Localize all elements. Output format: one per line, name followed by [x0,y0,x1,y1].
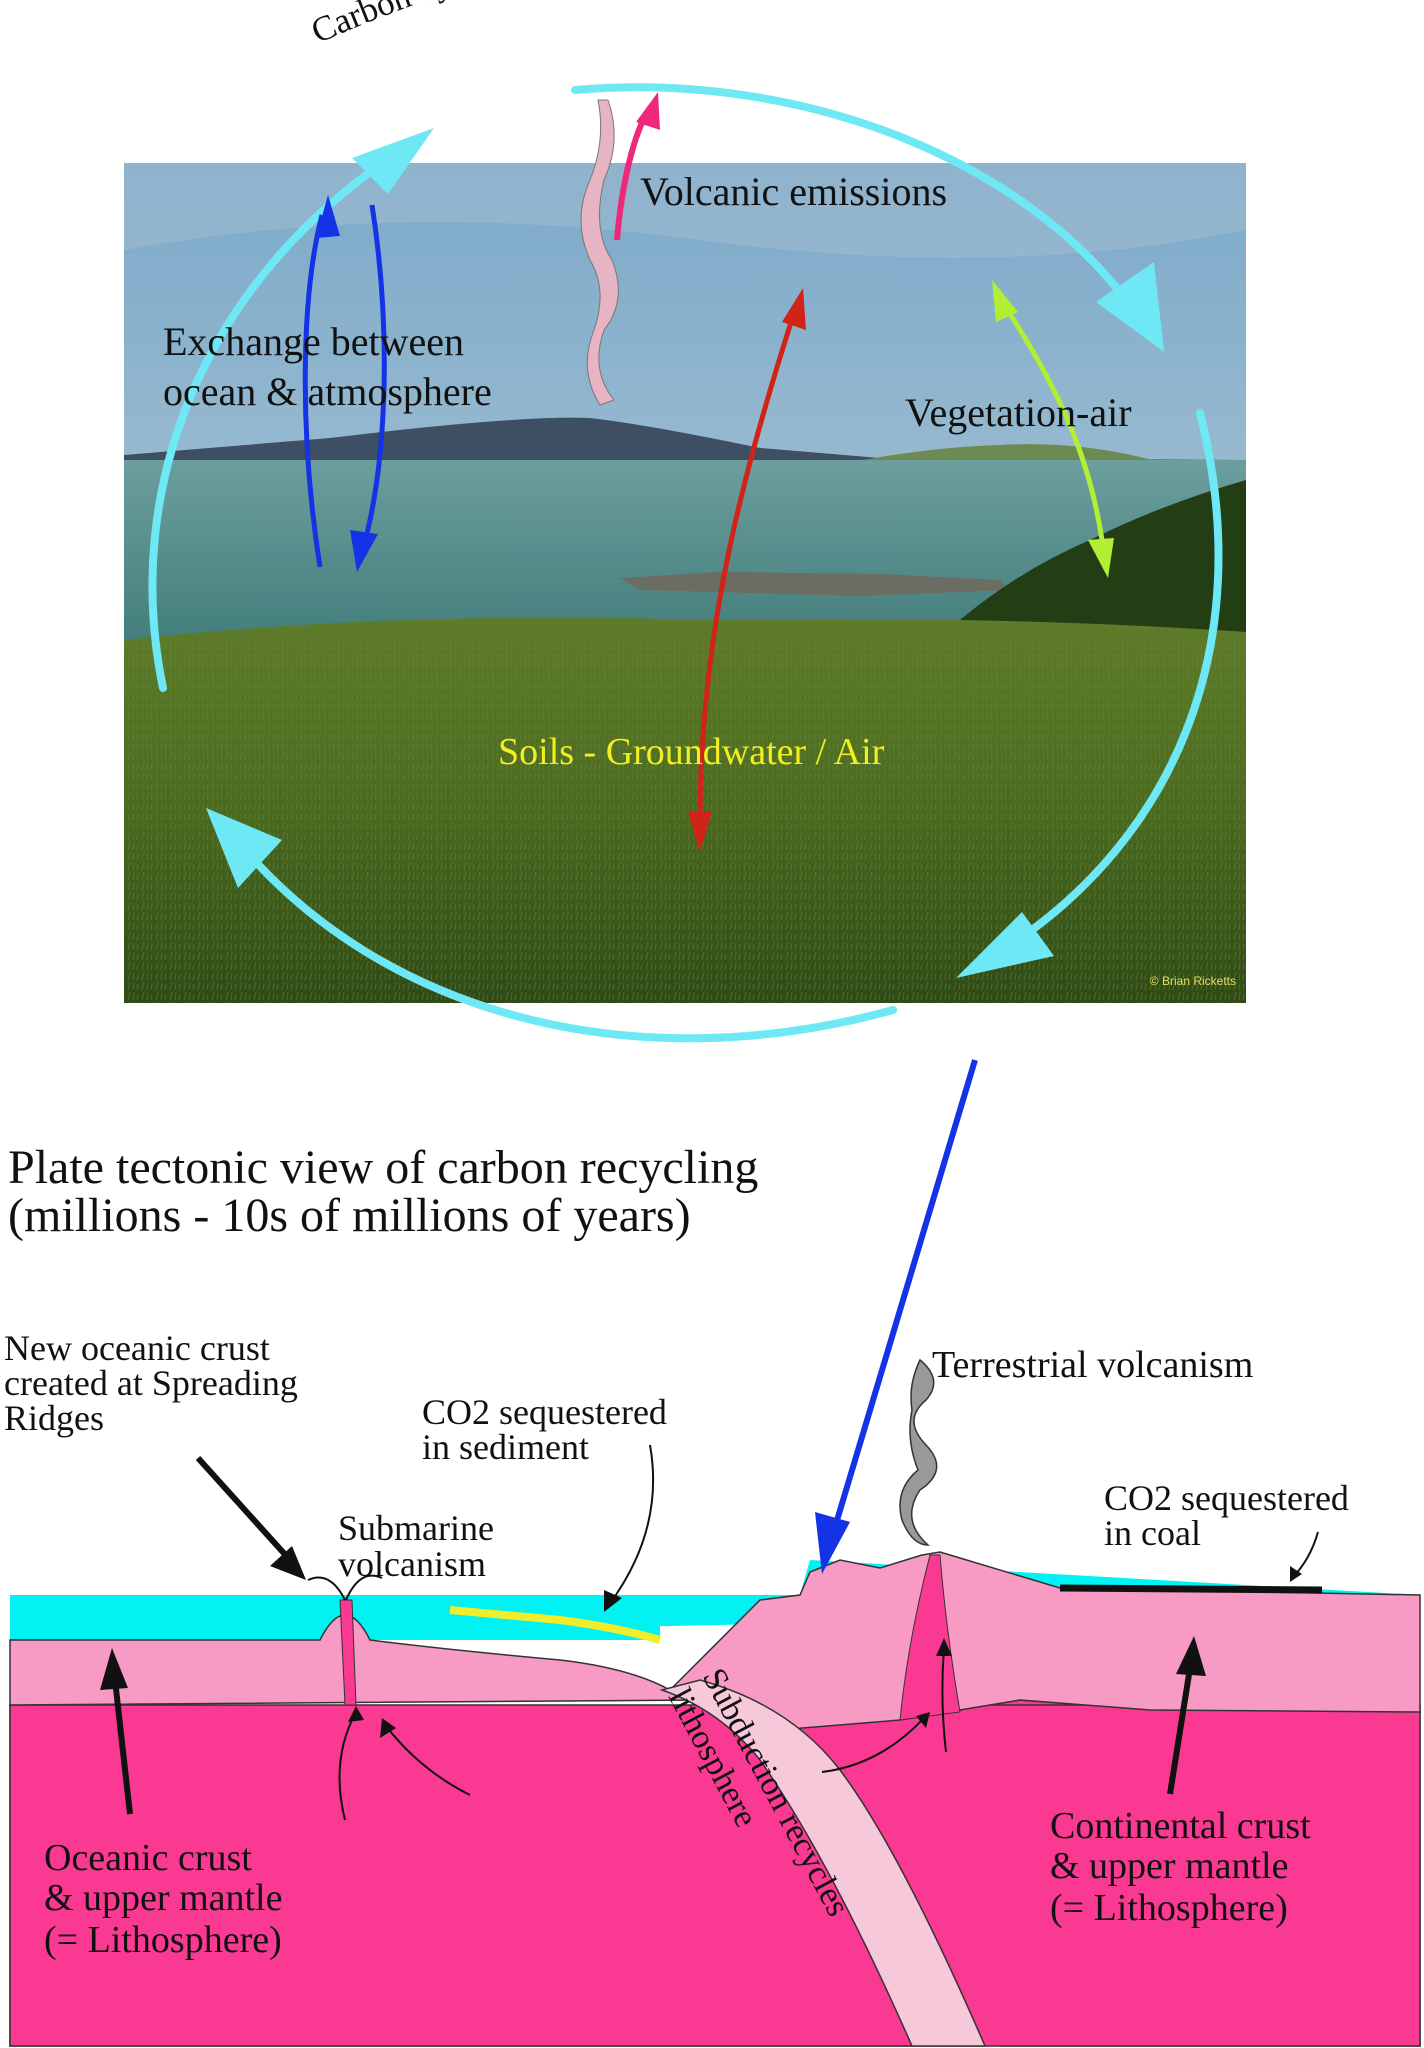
terrestrial-volcano-conduit [899,1554,961,1721]
spreading-pointer-head [270,1546,306,1580]
coal-layer [1059,1584,1323,1594]
mantle-fill [10,1705,1420,2046]
flow-head-ridge [348,1706,364,1722]
flow-head-volcano [936,1638,952,1656]
oceanic-crust-label-line3: (= Lithosphere) [44,1919,282,1961]
vegetation-arrow [1003,306,1105,541]
soils-label: Soils - Groundwater / Air [498,731,885,773]
volcanic-plume [580,99,619,406]
co2-sediment-label-line2: in sediment [422,1427,589,1467]
oceanic-crust-label-line1: Oceanic crust [44,1837,252,1879]
continental-pointer-head [1176,1636,1206,1676]
new-crust-label-line3: Ridges [4,1398,104,1438]
sediment-layer [449,1606,662,1644]
continental-pointer [1167,1667,1193,1795]
arc-title: Carbon cycle of shortish duration (days,… [298,0,1169,87]
terrestrial-plume [899,1358,938,1546]
flow-head-coal [1290,1566,1302,1582]
exchange-label-line2: ocean & atmosphere [163,369,492,414]
vegetation-arrowhead-up [992,280,1018,322]
landscape-photo: © Brian Ricketts [124,163,1246,1003]
subducting-slab [659,1679,987,2047]
cycle-arrowhead-3 [956,912,1054,978]
flow-head-mid [916,1712,930,1728]
continental-crust [668,1551,1421,1731]
soil-arrowhead-down [688,812,712,852]
ridge-conduit [339,1599,357,1706]
oceanic-pointer [112,1679,133,1815]
co2-sediment-label-line1: CO2 sequestered [422,1392,667,1432]
new-crust-label-line1: New oceanic crust [4,1328,270,1368]
oceanic-pointer-head [100,1648,128,1690]
exchange-label-line1: Exchange between [163,319,464,364]
tectonic-title-line1: Plate tectonic view of carbon recycling [8,1141,758,1194]
continental-crust-label-line1: Continental crust [1050,1805,1311,1847]
flow-head-left [380,1718,396,1738]
cycle-arrowhead-1 [352,128,434,194]
exchange-arrows [302,204,387,568]
soil-arrow [697,309,798,821]
submarine-label-line1: Submarine [338,1508,494,1548]
co2-coal-label-line2: in coal [1104,1513,1201,1553]
vegetation-arrowhead-down [1088,538,1114,578]
submarine-vent-curls [307,1574,383,1601]
flow-head-sediment [604,1590,622,1612]
arc-title-part: Carbon cycle of shortish duration (days,… [298,0,1169,87]
cycle-arrows [148,83,1223,1043]
volcanic-arrowhead [636,92,660,130]
cycle-arrowhead-2 [1096,262,1164,352]
submarine-label-line2: volcanism [338,1544,486,1584]
tectonic-title-line2: (millions - 10s of millions of years) [8,1189,691,1242]
new-crust-label-line2: created at Spreading [4,1363,298,1403]
spreading-pointer [195,1455,293,1563]
soil-arrowhead-up [782,288,806,330]
continental-crust-label-line2: & upper mantle [1050,1845,1288,1887]
oceanic-crust-label-line2: & upper mantle [44,1877,282,1919]
vegetation-air-label: Vegetation-air [905,390,1132,435]
terrestrial-volcanism-label: Terrestrial volcanism [932,1344,1253,1386]
volcanic-emissions-label: Volcanic emissions [640,169,947,214]
continental-crust-label-line3: (= Lithosphere) [1050,1887,1288,1929]
exchange-arrowhead-down [350,530,378,572]
photo-credit: © Brian Ricketts [1150,974,1236,988]
cycle-arrowhead-4 [206,808,282,888]
exchange-arrowhead-up [316,195,340,238]
subduction-arrow [829,1059,978,1538]
co2-coal-label-line1: CO2 sequestered [1104,1478,1349,1518]
subduction-arrowhead [815,1512,850,1574]
